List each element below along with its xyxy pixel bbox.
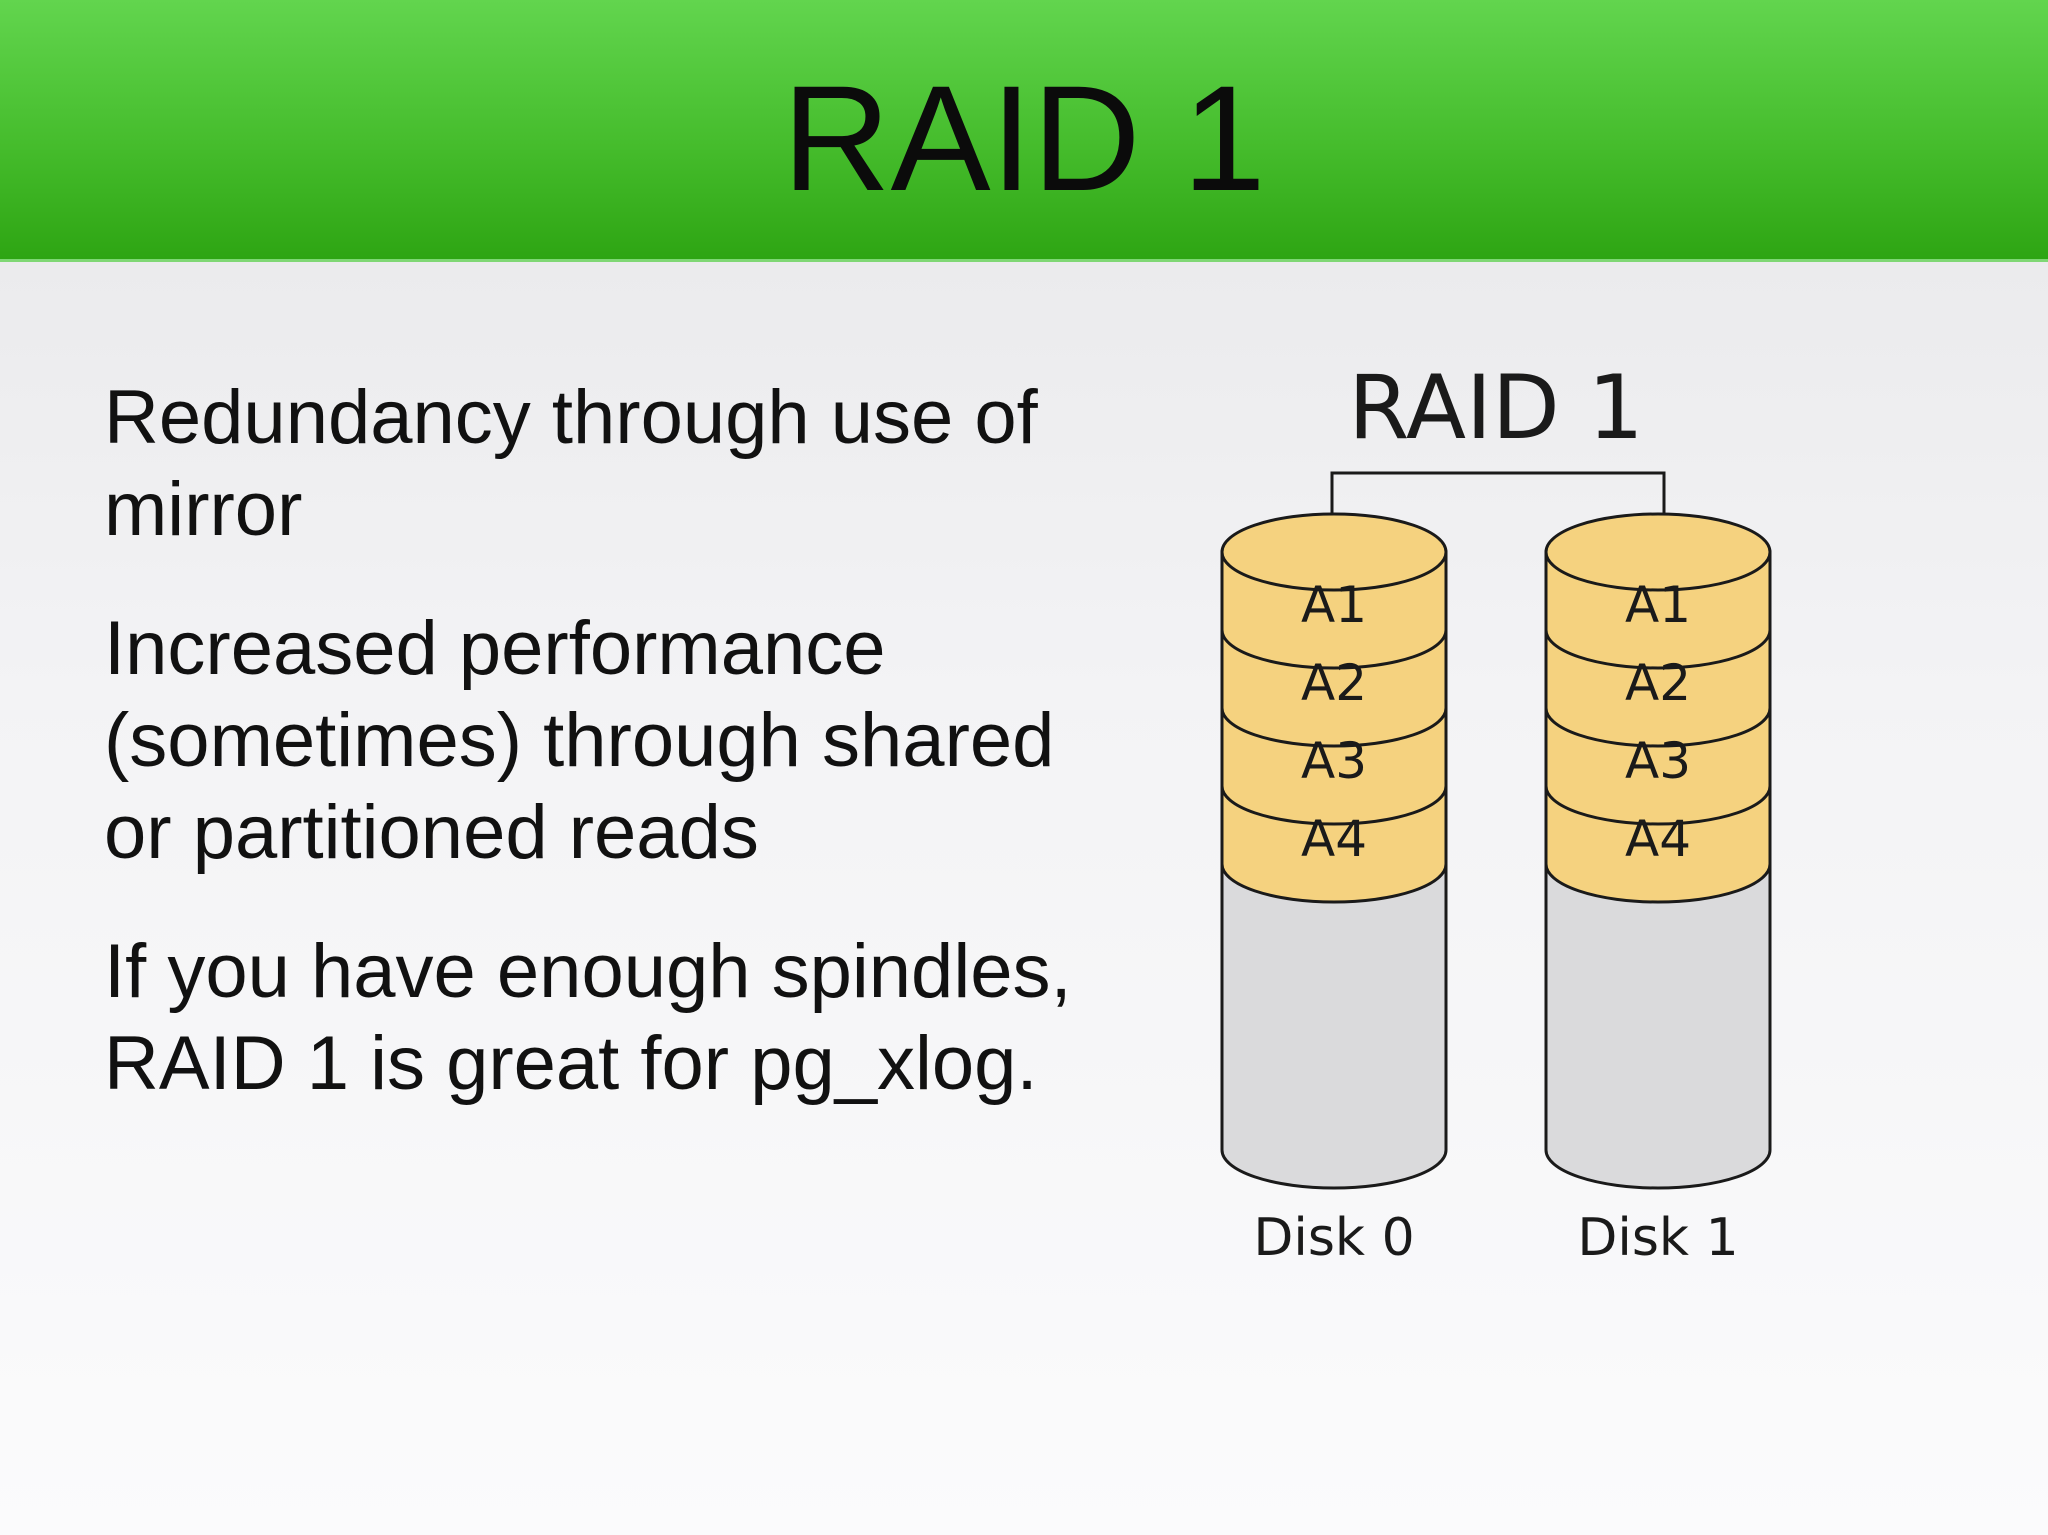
disk-block-label: A4 (1301, 810, 1367, 868)
bullet-item: Redundancy through use of mirror (104, 375, 1038, 552)
disk-empty-space (1544, 862, 1772, 1190)
disk-block-label: A4 (1625, 810, 1691, 868)
bullet-item: If you have enough spindles, RAID 1 is g… (104, 929, 1072, 1106)
disk-top-cap (1220, 512, 1448, 592)
disk-top-cap (1544, 512, 1772, 592)
bullet-item: Increased performance (sometimes) throug… (104, 606, 1055, 875)
bullet-list: Redundancy through use of mirror Increas… (104, 372, 1084, 1157)
disk-block-label: A1 (1301, 576, 1367, 634)
slide-title: RAID 1 (782, 54, 1266, 222)
mirror-connector (1330, 471, 1666, 552)
disk-block-label: A1 (1625, 576, 1691, 634)
disk-block-label: A2 (1301, 654, 1367, 712)
disk-block-label: A2 (1625, 654, 1691, 712)
diagram-title: RAID 1 (1348, 356, 1643, 459)
disk-empty-space (1220, 862, 1448, 1190)
disk-block-label: A3 (1625, 732, 1691, 790)
disk-label: Disk 0 (1253, 1208, 1414, 1268)
disk-label: Disk 1 (1577, 1208, 1738, 1268)
disk-block-label: A3 (1301, 732, 1367, 790)
title-banner: RAID 1 (0, 0, 2048, 262)
